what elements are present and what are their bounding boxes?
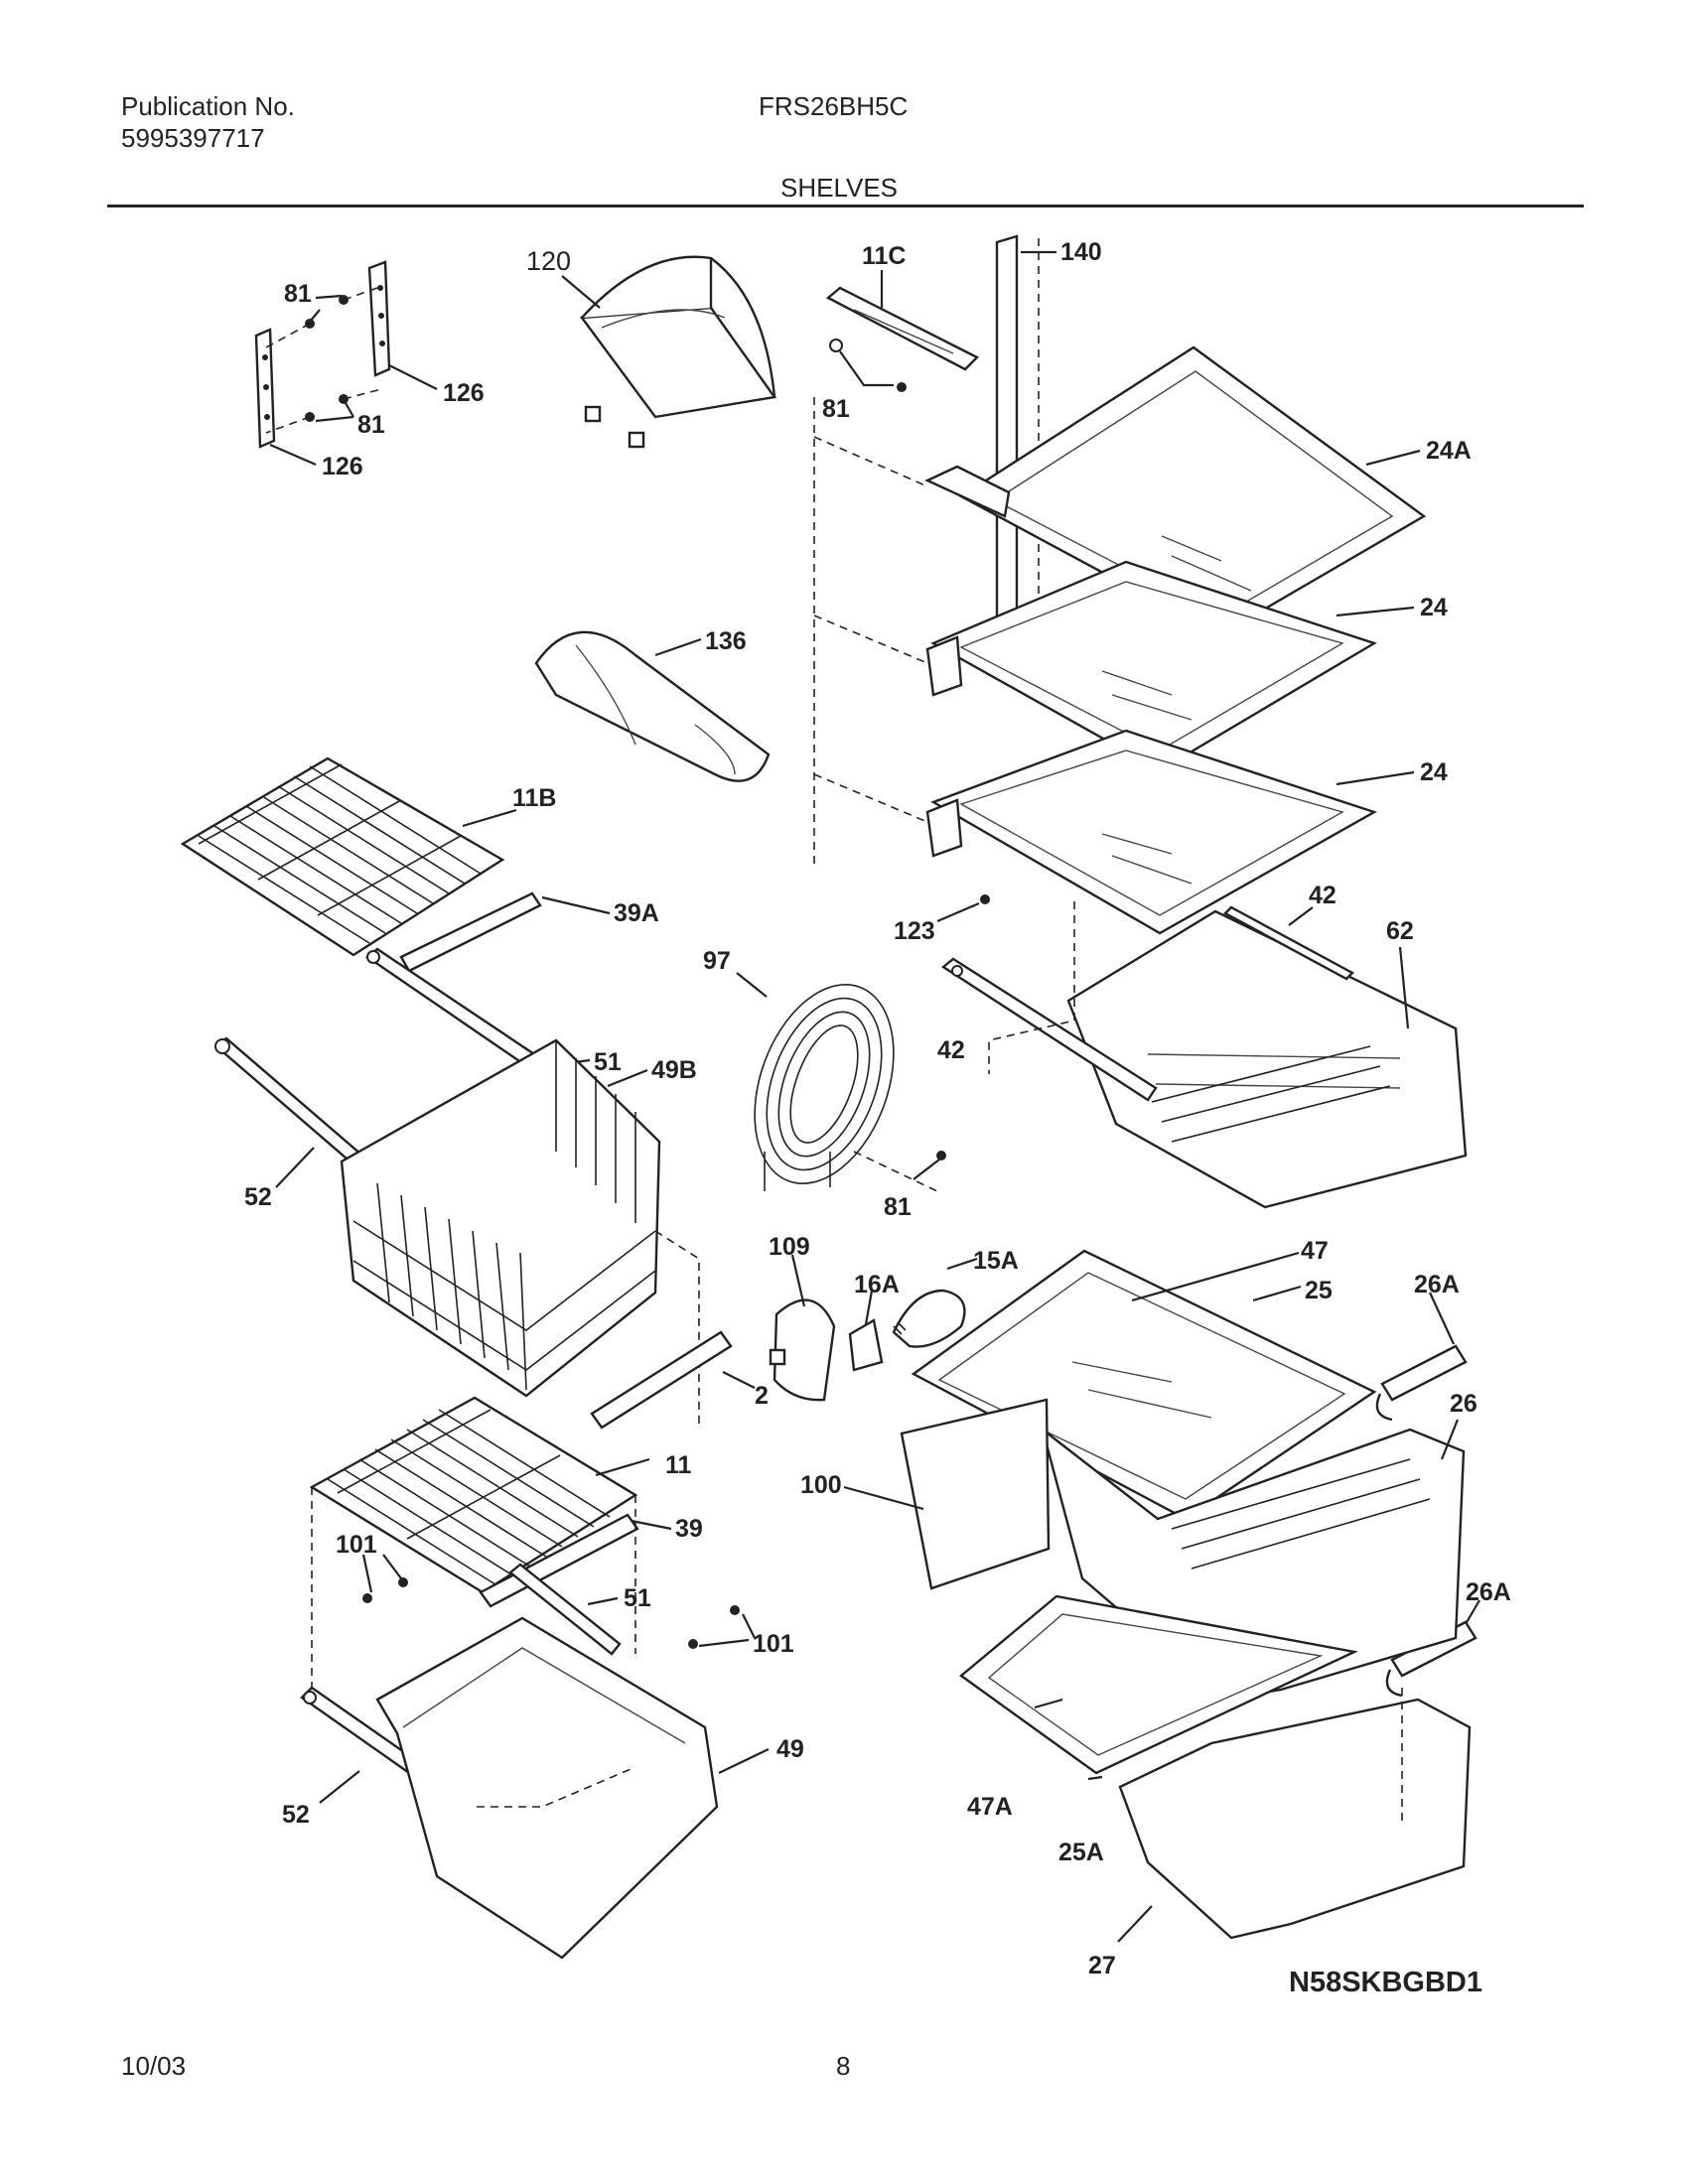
callout-126a: 126 xyxy=(443,379,485,407)
callout-49b: 49B xyxy=(651,1056,697,1084)
crisper-cover-47a xyxy=(959,1594,1358,1775)
callout-81c: 81 xyxy=(822,395,850,423)
shelf-24-lower xyxy=(813,729,1377,935)
publication-label: Publication No. xyxy=(121,91,295,121)
callout-51-upper: 51 xyxy=(594,1048,622,1076)
screw-81-group-a xyxy=(265,287,382,434)
rail-140 xyxy=(995,234,1040,663)
door-bin-120 xyxy=(579,255,777,449)
callout-123: 123 xyxy=(894,917,935,945)
callout-25a: 25A xyxy=(1058,1839,1104,1866)
callout-136: 136 xyxy=(705,627,747,655)
callout-52-upper: 52 xyxy=(244,1183,272,1211)
channel-11c xyxy=(825,286,980,371)
callout-39a: 39A xyxy=(614,899,659,927)
callout-49: 49 xyxy=(776,1735,804,1763)
wire-shelf-11b xyxy=(180,756,505,957)
diagram-code: N58SKBGBD1 xyxy=(1289,1967,1482,1998)
callout-24a: 24A xyxy=(1426,437,1472,465)
socket-16a xyxy=(848,1318,884,1372)
screw-81-d xyxy=(936,1151,946,1160)
publication-number: 5995397717 xyxy=(121,123,265,153)
light-cover-109 xyxy=(769,1298,836,1402)
screw-123 xyxy=(980,894,990,904)
callout-109: 109 xyxy=(769,1233,810,1261)
wire-shelf-11 xyxy=(309,1396,638,1594)
trim-39a xyxy=(399,891,542,973)
callout-11b: 11B xyxy=(512,784,556,812)
callout-26a-upper: 26A xyxy=(1414,1271,1460,1298)
trim-2 xyxy=(590,1330,733,1430)
callout-81d: 81 xyxy=(884,1193,912,1221)
callout-101-left: 101 xyxy=(336,1531,377,1559)
screw-81-group-c xyxy=(829,339,907,392)
callout-47a: 47A xyxy=(967,1793,1013,1821)
freezer-bin-49 xyxy=(375,1616,719,1960)
drawer-27 xyxy=(1118,1688,1472,1940)
callout-25: 25 xyxy=(1305,1277,1333,1304)
model-number: FRS26BH5C xyxy=(759,91,909,121)
callout-11: 11 xyxy=(665,1451,692,1479)
bracket-26a-upper xyxy=(1375,1344,1468,1422)
slide-42 xyxy=(940,905,1354,1102)
callout-16a: 16A xyxy=(854,1271,900,1298)
callout-39: 39 xyxy=(675,1515,703,1543)
callout-11c: 11C xyxy=(862,242,906,270)
wire-basket-49b xyxy=(340,1038,661,1398)
bracket-126-lower xyxy=(254,328,276,449)
callout-100: 100 xyxy=(800,1471,842,1499)
heater-coil-97 xyxy=(754,984,895,1191)
shelf-24-upper xyxy=(813,560,1377,772)
callout-81a: 81 xyxy=(284,280,312,308)
callout-42-upper: 42 xyxy=(1309,882,1336,909)
callout-101-right: 101 xyxy=(753,1630,794,1658)
bulb-15a xyxy=(892,1289,966,1348)
dairy-door-136 xyxy=(534,630,771,782)
screws-101 xyxy=(311,1487,740,1698)
callout-62: 62 xyxy=(1386,917,1414,945)
callout-26a-lower: 26A xyxy=(1466,1578,1511,1606)
callout-26: 26 xyxy=(1450,1390,1477,1418)
callout-51-lower: 51 xyxy=(624,1584,651,1612)
header-rule xyxy=(107,205,1584,207)
callout-27: 27 xyxy=(1088,1952,1116,1979)
callout-120: 120 xyxy=(526,246,571,276)
drawer-62 xyxy=(1066,909,1468,1209)
callout-2: 2 xyxy=(755,1382,769,1410)
callout-81b: 81 xyxy=(357,411,385,439)
callout-42-lower: 42 xyxy=(937,1036,965,1064)
callout-140: 140 xyxy=(1060,238,1102,266)
callout-47: 47 xyxy=(1301,1237,1329,1265)
callout-15a: 15A xyxy=(973,1247,1019,1275)
callout-24-upper: 24 xyxy=(1420,594,1448,621)
footer-date: 10/03 xyxy=(121,2051,187,2081)
callout-24-lower: 24 xyxy=(1420,758,1448,786)
panel-100 xyxy=(900,1398,1051,1590)
callout-97: 97 xyxy=(703,947,731,975)
page-number: 8 xyxy=(836,2051,851,2081)
slide-rail-51-lower xyxy=(508,1563,622,1656)
callout-126b: 126 xyxy=(322,453,363,480)
trim-39 xyxy=(479,1513,639,1608)
callout-52-lower: 52 xyxy=(282,1801,310,1829)
bracket-126-upper xyxy=(367,260,391,377)
section-title: SHELVES xyxy=(780,173,899,203)
